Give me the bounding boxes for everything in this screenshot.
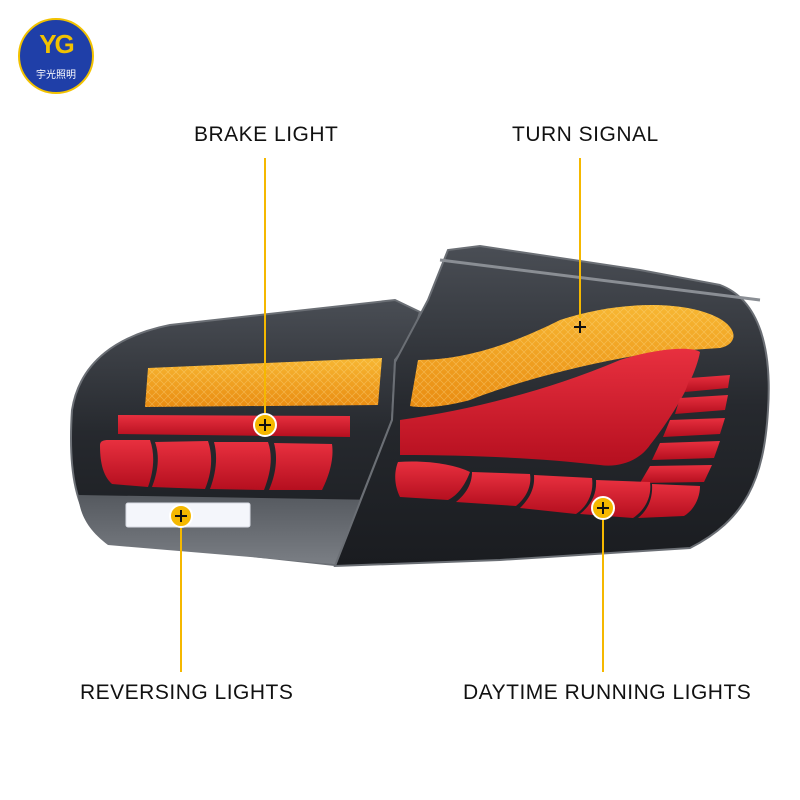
outer-lamp bbox=[333, 244, 770, 568]
marker-turn-signal bbox=[574, 321, 586, 333]
marker-daytime-running-lights bbox=[591, 496, 615, 520]
callout-lines bbox=[180, 158, 604, 672]
marker-reversing-lights bbox=[169, 504, 193, 528]
brand-logo: YG 宇光照明 bbox=[18, 18, 94, 94]
inner-lamp bbox=[69, 298, 422, 567]
reversing-lights-label: REVERSING LIGHTS bbox=[80, 681, 294, 704]
marker-brake-light bbox=[253, 413, 277, 437]
logo-letters: YG bbox=[39, 29, 75, 59]
daytime-running-lights-label: DAYTIME RUNNING LIGHTS bbox=[463, 681, 752, 704]
logo-text: 宇光照明 bbox=[36, 70, 76, 81]
turn-signal-label: TURN SIGNAL bbox=[512, 123, 659, 146]
brake-light-label: BRAKE LIGHT bbox=[194, 123, 339, 146]
